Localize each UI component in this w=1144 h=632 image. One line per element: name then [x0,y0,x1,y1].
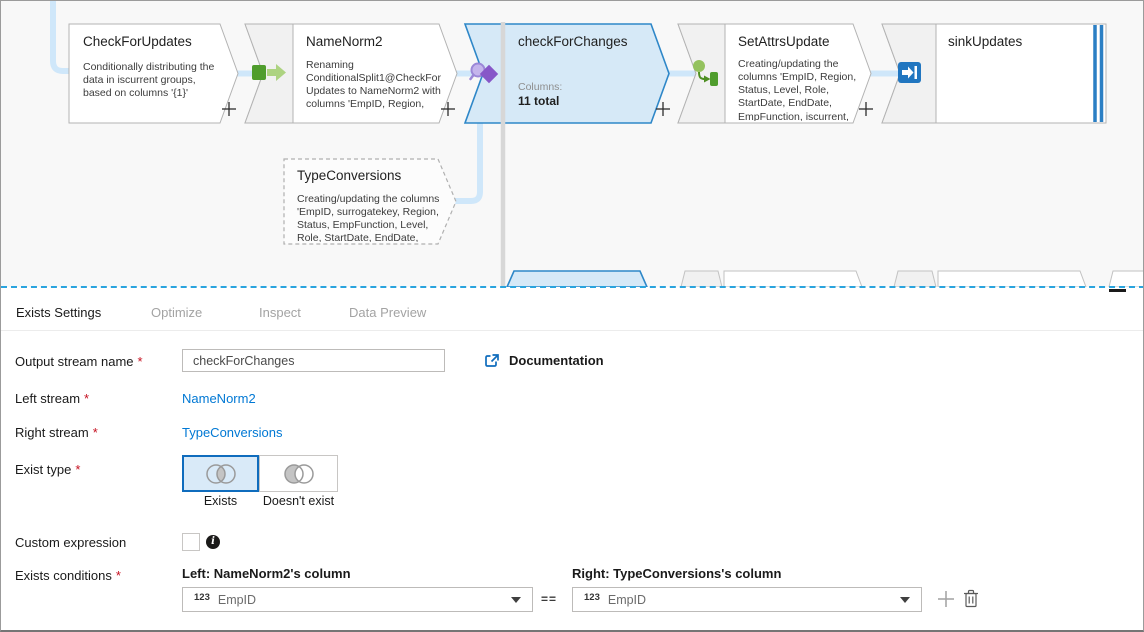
derived-column-icon [693,60,718,86]
panel-tabstrip: Exists Settings Optimize Inspect Data Pr… [1,296,1143,331]
edge-incoming [50,1,71,74]
output-stream-name-label: Output stream name* [15,354,143,369]
doesnt-exist-option-button[interactable] [259,455,338,492]
documentation-link[interactable]: Documentation [509,353,604,368]
left-stream-link[interactable]: NameNorm2 [182,391,256,406]
dataflow-canvas[interactable]: CheckForUpdates Conditionally distributi… [1,1,1144,287]
node-title-typeconversions: TypeConversions [297,168,402,183]
tab-exists-settings[interactable]: Exists Settings [16,305,102,320]
delete-condition-button[interactable] [963,589,979,608]
add-transformation-button[interactable] [859,101,873,117]
left-stream-label: Left stream* [15,391,90,406]
edge-typeconversions-checkforchanges [453,123,483,204]
right-stream-label: Right stream* [15,425,98,440]
node-title-namenorm2: NameNorm2 [306,34,383,49]
left-column-header: Left: NameNorm2's column [182,566,351,581]
exists-option-button[interactable] [182,455,259,492]
conditional-split-icon [252,64,286,81]
node-desc-namenorm2: Renaming ConditionalSplit1@CheckForUpdat… [306,59,441,111]
tab-inspect[interactable]: Inspect [259,305,301,320]
minimize-panel-button[interactable] [1109,289,1126,292]
node-setattrsupdate[interactable] [677,23,872,124]
node-desc-setattrsupdate: Creating/updating the columns 'EmpID, Re… [738,58,857,121]
venn-doesnt-exist-icon [283,463,314,484]
node-desc-typeconversions: Creating/updating the columns 'EmpID, su… [297,193,440,242]
exist-type-label: Exist type* [15,462,81,477]
dataflow-graph [50,1,1144,287]
node-checkforupdates[interactable] [68,23,239,124]
panel-resize-divider[interactable] [1,286,1143,288]
right-column-dropdown[interactable]: 123 EmpID [572,587,922,612]
external-link-icon [485,354,499,367]
tab-optimize[interactable]: Optimize [151,305,203,320]
integer-type-badge: 123 [194,592,210,603]
custom-expression-label: Custom expression [15,535,127,550]
output-stream-name-input[interactable] [182,349,445,372]
integer-type-badge: 123 [584,592,600,603]
required-asterisk: * [137,354,143,369]
partial-row-nodes[interactable] [506,270,1144,287]
partial-node-selected[interactable] [506,270,648,287]
columns-label: Columns: [518,81,563,93]
node-desc-checkforupdates: Conditionally distributing the data in i… [83,61,215,100]
right-column-header: Right: TypeConversions's column [572,566,782,581]
right-stream-link[interactable]: TypeConversions [182,425,283,440]
chevron-down-icon [511,596,521,603]
add-transformation-button[interactable] [656,101,670,117]
info-icon: i [206,535,220,549]
chevron-down-icon [900,596,910,603]
venn-exists-icon [205,463,236,484]
columns-count: 11 total [518,94,560,108]
add-transformation-button[interactable] [222,101,236,117]
add-transformation-button[interactable] [441,101,455,117]
node-title-checkforchanges: checkForChanges [518,34,628,49]
sink-icon [898,62,921,83]
exists-option-caption: Exists [203,494,238,508]
exists-conditions-label: Exists conditions* [15,568,121,583]
custom-expression-checkbox[interactable] [182,533,200,551]
node-title-sinkupdates: sinkUpdates [948,34,1023,49]
right-column-value: EmpID [607,592,647,607]
equality-operator: == [541,592,558,606]
exists-icon [469,62,499,84]
tab-data-preview[interactable]: Data Preview [349,305,427,320]
node-title-setattrsupdate: SetAttrsUpdate [738,34,830,49]
node-title-checkforupdates: CheckForUpdates [83,34,192,49]
settings-panel: Exists Settings Optimize Inspect Data Pr… [1,288,1143,630]
left-column-value: EmpID [217,592,257,607]
node-typeconversions[interactable] [283,158,457,245]
doesnt-exist-option-caption: Doesn't exist [262,494,335,508]
add-condition-button[interactable] [937,590,955,608]
left-column-dropdown[interactable]: 123 EmpID [182,587,533,612]
